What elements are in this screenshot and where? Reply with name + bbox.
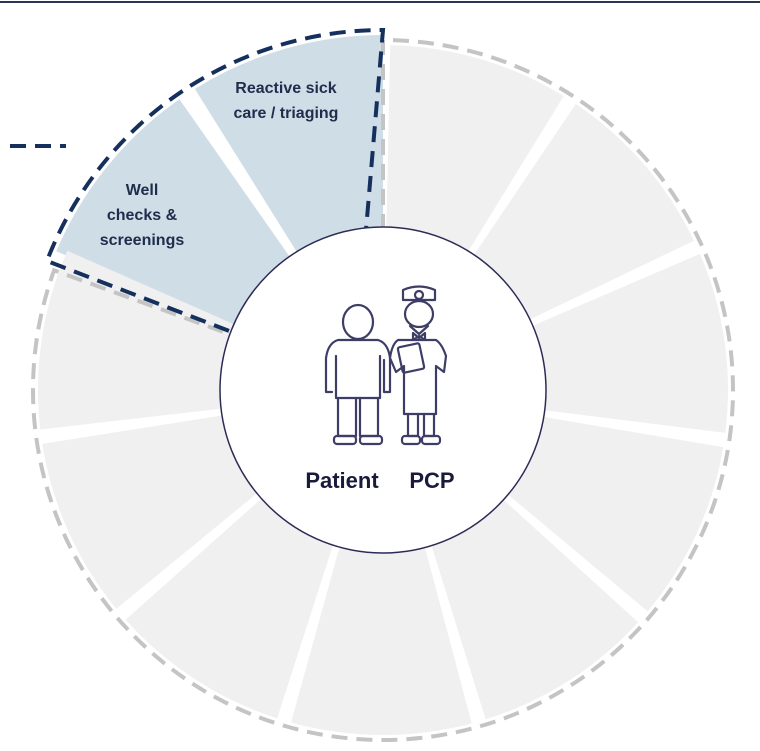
reactive-label-line-2: care / triaging xyxy=(233,105,339,122)
outer-grey-dashed-outline xyxy=(31,37,735,742)
segment-empty-9 xyxy=(38,250,237,430)
pcp-label: PCP xyxy=(409,468,455,493)
patient-and-doctor-icon xyxy=(324,285,448,446)
reactive-label-line-1: Reactive sick xyxy=(235,80,337,97)
wheel-dashed-outlines xyxy=(10,27,735,742)
segment-reactive-sick-care xyxy=(194,35,383,255)
highlight-dashed-outline xyxy=(44,27,386,333)
segment-empty-8 xyxy=(42,414,260,609)
doctor-icon xyxy=(388,285,448,446)
segment-label-well-checks: Well checks & screenings xyxy=(72,178,212,253)
patient-icon xyxy=(324,303,392,446)
segment-empty-1 xyxy=(386,45,564,254)
patient-label: Patient xyxy=(305,468,379,493)
segment-empty-4 xyxy=(505,416,724,612)
segment-label-reactive-sick-care: Reactive sick care / triaging xyxy=(205,76,367,126)
well-label-line-2: checks & xyxy=(106,207,178,224)
well-label-line-3: screenings xyxy=(99,232,185,249)
segment-empty-6 xyxy=(290,544,472,736)
segment-empty-7 xyxy=(125,496,334,719)
segment-empty-5 xyxy=(430,497,639,720)
segment-empty-2 xyxy=(472,103,695,321)
wheel-segments xyxy=(38,35,728,736)
segment-well-checks xyxy=(56,99,292,328)
well-label-line-1: Well xyxy=(125,182,159,199)
segment-empty-3 xyxy=(530,253,728,433)
